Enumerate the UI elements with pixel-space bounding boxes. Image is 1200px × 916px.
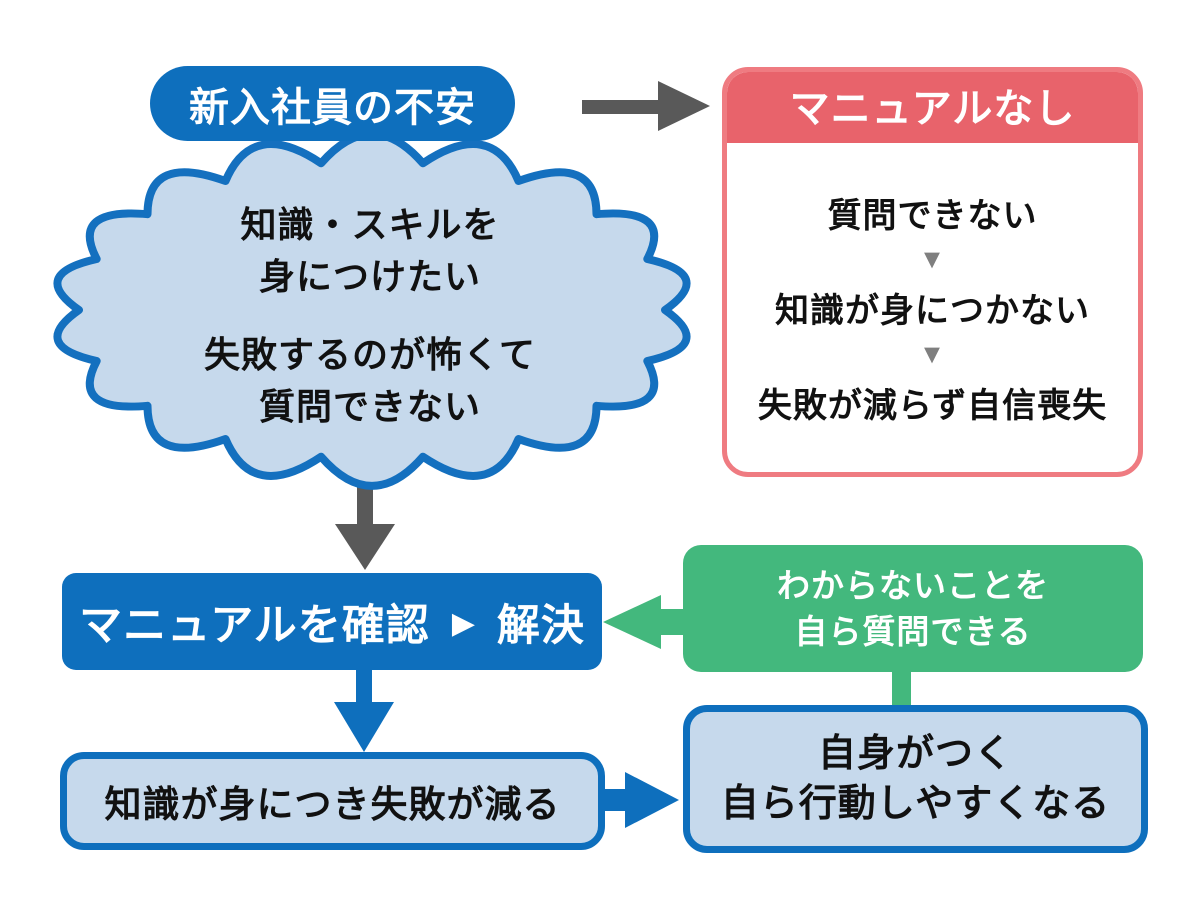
solved-label: 解決 xyxy=(496,601,585,650)
manual-check-box: マニュアルを確認 ▶ 解決 xyxy=(62,573,602,670)
no-manual-card: マニュアルなし 質問できない ▼ 知識が身につかない ▼ 失敗が減らず自信喪失 xyxy=(722,67,1143,477)
right-triangle-icon: ▶ xyxy=(451,606,475,640)
blue-down-arrow-icon xyxy=(334,668,394,752)
no-manual-card-title: マニュアルなし xyxy=(727,72,1138,143)
outcome-right-box: 自身がつく 自ら行動しやすくなる xyxy=(683,705,1148,853)
gray-down-arrow-icon xyxy=(335,478,395,570)
down-triangle-icon: ▼ xyxy=(918,244,947,275)
cloud-outline xyxy=(53,130,691,490)
outcome-left-box: 知識が身につき失敗が減る xyxy=(60,752,605,850)
cloud-thought-2: 失敗するのが怖くて 質問できない xyxy=(204,334,536,427)
anxiety-title-label: 新入社員の不安 xyxy=(189,85,476,130)
manual-check-label: マニュアルを確認 xyxy=(79,601,430,650)
no-manual-step-1: 質問できない xyxy=(827,197,1038,236)
outcome-left-text: 知識が身につき失敗が減る xyxy=(104,784,561,825)
anxiety-title-pill: 新入社員の不安 xyxy=(150,66,515,141)
no-manual-step-3: 失敗が減らず自信喪失 xyxy=(757,386,1108,425)
self-question-box: わからないことを 自ら質問できる xyxy=(683,545,1143,672)
self-question-text: わからないことを 自ら質問できる xyxy=(777,566,1049,650)
blue-right-arrow-icon xyxy=(603,772,679,828)
no-manual-card-body: 質問できない ▼ 知識が身につかない ▼ 失敗が減らず自信喪失 xyxy=(727,143,1138,472)
green-left-arrow-icon xyxy=(603,595,683,649)
green-connector-line xyxy=(892,670,911,710)
outcome-right-text: 自身がつく 自ら行動しやすくなる xyxy=(720,733,1111,825)
down-triangle-icon: ▼ xyxy=(918,339,947,369)
no-manual-step-2: 知識が身につかない xyxy=(775,292,1090,330)
cloud-thought-1: 知識・スキルを 身につけたい xyxy=(240,204,500,297)
gray-right-arrow-icon xyxy=(582,81,710,131)
anxiety-cloud-thoughts: 知識・スキルを 身につけたい 失敗するのが怖くて 質問できない xyxy=(105,170,635,462)
anxiety-cloud-shape xyxy=(53,130,691,490)
